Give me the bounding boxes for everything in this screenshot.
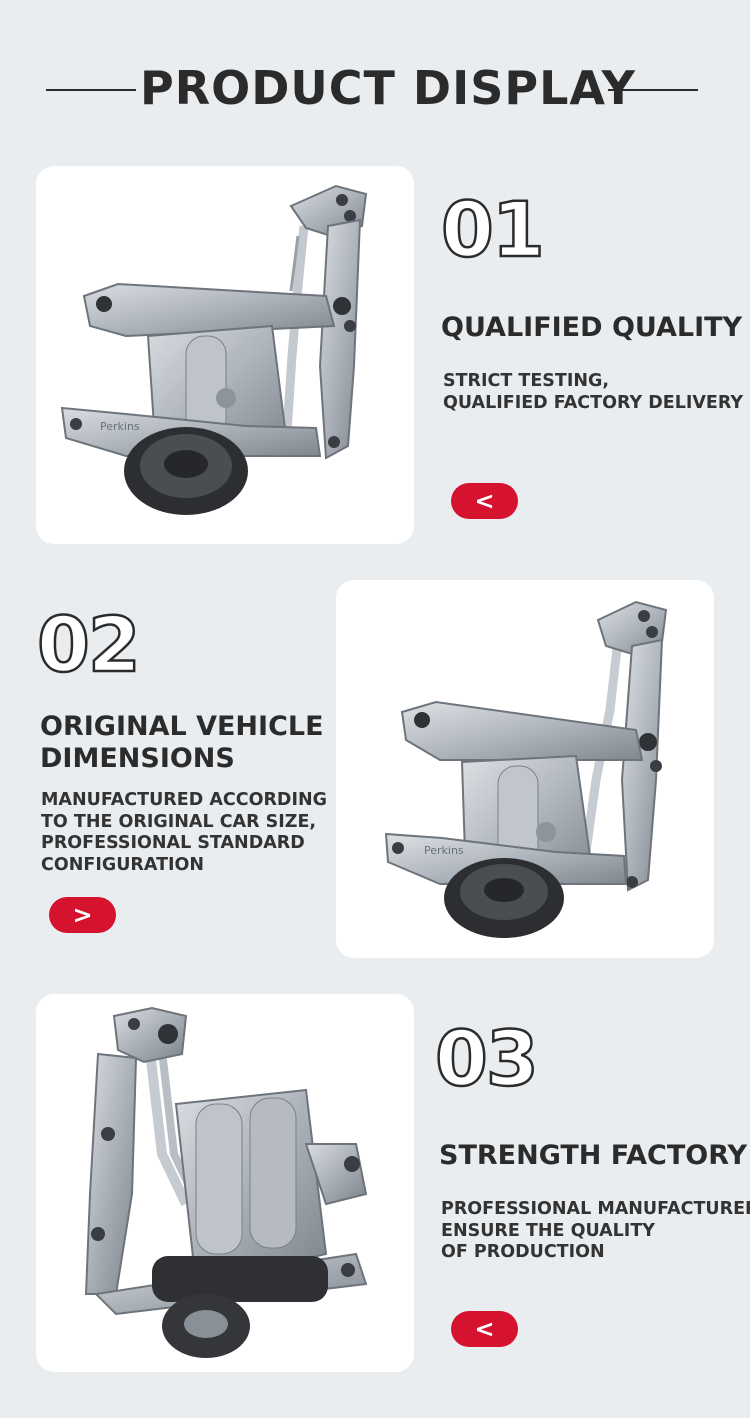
- feature-desc-line: PROFESSIONAL MANUFACTURERS: [441, 1199, 750, 1219]
- product-image-card-01: Perkins: [36, 166, 414, 544]
- feature-desc-01: STRICT TESTING, QUALIFIED FACTORY DELIVE…: [443, 371, 743, 414]
- product-image-card-02: Perkins: [336, 580, 714, 958]
- next-button-02[interactable]: >: [49, 897, 116, 933]
- oil-pump-image-03: [84, 1006, 368, 1358]
- feature-title-02: ORIGINAL VEHICLE DIMENSIONS: [40, 711, 324, 775]
- header-rule-left: [46, 89, 136, 91]
- feature-title-line: QUALIFIED QUALITY: [441, 312, 743, 343]
- page-title: PRODUCT DISPLAY: [140, 61, 636, 115]
- feature-title-line: STRENGTH FACTORY: [439, 1140, 748, 1171]
- feature-desc-line: MANUFACTURED ACCORDING: [41, 790, 327, 810]
- feature-title-01: QUALIFIED QUALITY: [441, 312, 742, 344]
- product-image-card-03: [36, 994, 414, 1372]
- feature-desc-line: TO THE ORIGINAL CAR SIZE,: [41, 811, 317, 832]
- chevron-left-icon: <: [474, 487, 495, 515]
- feature-desc-03: PROFESSIONAL MANUFACTURERS ENSURE THE QU…: [441, 1199, 750, 1264]
- feature-title-line: ORIGINAL VEHICLE: [40, 711, 324, 742]
- step-number-03: 03: [434, 1014, 540, 1103]
- section-header: PRODUCT DISPLAY: [0, 56, 750, 120]
- feature-desc-line: CONFIGURATION: [41, 854, 205, 875]
- oil-pump-image-01: Perkins: [60, 184, 368, 515]
- step-number-01: 01: [440, 185, 546, 274]
- feature-desc-line: STRICT TESTING,: [443, 371, 610, 391]
- header-rule-right: [608, 89, 698, 91]
- prev-button-01[interactable]: <: [451, 483, 518, 519]
- feature-desc-line: PROFESSIONAL STANDARD: [41, 833, 305, 853]
- feature-desc-02: MANUFACTURED ACCORDING TO THE ORIGINAL C…: [41, 790, 327, 876]
- oil-pump-image-02: Perkins: [384, 600, 668, 938]
- prev-button-03[interactable]: <: [451, 1311, 518, 1347]
- feature-desc-line: OF PRODUCTION: [441, 1242, 605, 1262]
- feature-desc-line: QUALIFIED FACTORY DELIVERY: [443, 392, 744, 413]
- svg-text:Perkins: Perkins: [100, 420, 140, 433]
- svg-text:Perkins: Perkins: [424, 844, 464, 857]
- chevron-left-icon: <: [474, 1315, 495, 1343]
- feature-desc-line: ENSURE THE QUALITY: [441, 1220, 655, 1241]
- chevron-right-icon: >: [72, 901, 93, 929]
- feature-title-03: STRENGTH FACTORY: [439, 1140, 747, 1172]
- step-number-02: 02: [36, 600, 142, 689]
- feature-title-line: DIMENSIONS: [40, 743, 235, 774]
